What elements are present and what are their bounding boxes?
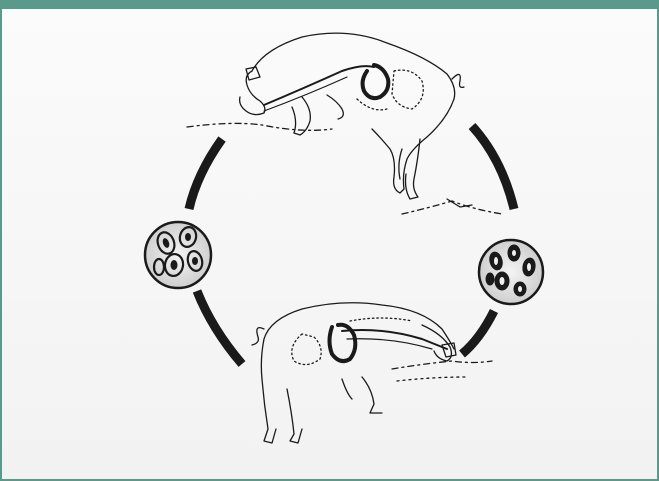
life-cycle-diagram [2,9,657,479]
diagram-canvas [2,9,657,479]
top-accent-bar [2,0,657,9]
encysted-larvae-right-icon [479,240,543,304]
encysted-larvae-left-icon [145,222,211,288]
background [2,9,657,479]
